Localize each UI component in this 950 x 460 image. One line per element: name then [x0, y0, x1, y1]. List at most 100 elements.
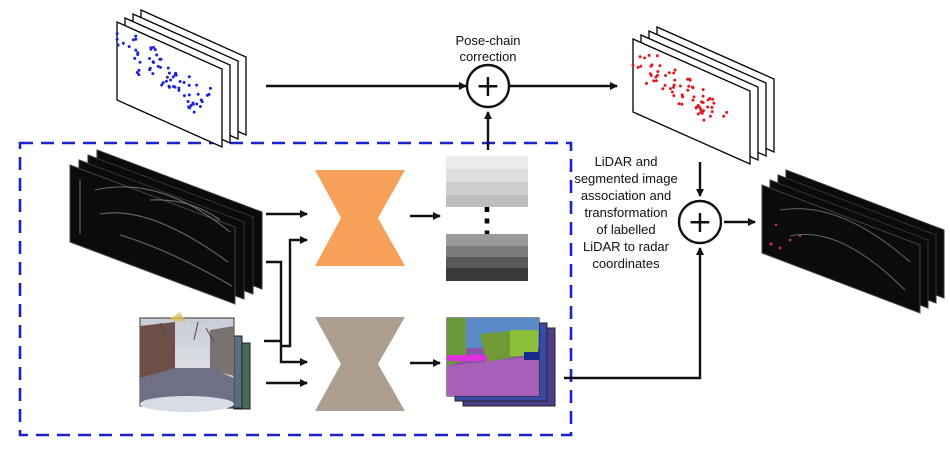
point-marker [186, 100, 190, 103]
plus-circle-icon: + [687, 205, 712, 240]
point-marker [681, 95, 685, 99]
ellipsis-icon: ⋮ [470, 202, 504, 240]
point-marker [655, 54, 659, 58]
point-marker [134, 34, 138, 38]
point-marker [171, 75, 175, 79]
point-marker [137, 73, 141, 77]
lidar-channel-stack-top [446, 156, 528, 207]
point-marker [664, 74, 667, 77]
point-marker [691, 98, 695, 102]
point-marker [164, 79, 168, 83]
camera-image-stack [139, 312, 251, 412]
pose-correction-operator: + [465, 63, 511, 109]
point-marker [138, 60, 142, 64]
point-marker [151, 72, 155, 76]
point-marker [177, 88, 181, 92]
point-marker [687, 84, 691, 88]
point-marker [159, 65, 162, 69]
point-marker [168, 85, 171, 89]
point-marker [187, 83, 191, 87]
red-point-cloud [631, 53, 729, 122]
point-marker [694, 106, 698, 110]
point-marker [639, 64, 643, 68]
point-marker [711, 97, 714, 101]
point-marker [205, 93, 209, 97]
point-marker [645, 81, 648, 85]
point-marker [672, 71, 676, 75]
point-marker [136, 53, 140, 56]
point-marker [696, 112, 700, 116]
point-marker [182, 81, 186, 84]
point-marker [187, 105, 191, 109]
point-marker [702, 109, 705, 113]
point-marker [196, 92, 200, 96]
point-marker [692, 95, 696, 99]
point-marker [702, 118, 706, 122]
point-marker [677, 102, 681, 106]
point-marker [652, 79, 656, 83]
point-marker [672, 94, 676, 98]
lidar-segmentation-network [315, 170, 405, 266]
point-marker [152, 61, 156, 64]
point-marker [165, 75, 169, 79]
point-marker [199, 98, 203, 102]
point-marker [195, 83, 199, 87]
point-marker [131, 38, 135, 42]
point-marker [656, 70, 660, 73]
point-marker [137, 68, 141, 72]
segmentation-map-stack [446, 317, 556, 407]
point-marker [167, 71, 171, 75]
point-marker [152, 45, 155, 49]
point-marker [673, 78, 677, 82]
point-marker [148, 57, 151, 60]
point-marker [177, 86, 181, 90]
point-marker [638, 55, 642, 59]
dashed-processing-box [18, 141, 573, 437]
association-operator: + [677, 199, 723, 245]
point-marker [680, 102, 684, 106]
point-marker [133, 56, 137, 60]
point-marker [115, 37, 119, 41]
point-marker [706, 98, 710, 102]
point-marker [121, 41, 125, 45]
point-marker [699, 110, 703, 114]
point-marker [699, 107, 702, 111]
point-marker [116, 43, 120, 47]
point-marker [187, 93, 191, 97]
association-transformation-label: LiDAR and segmented image association an… [574, 154, 678, 271]
point-marker [134, 37, 138, 41]
point-marker [661, 87, 665, 91]
point-marker [643, 56, 647, 60]
point-marker [691, 86, 695, 90]
point-marker [650, 63, 654, 67]
point-marker [656, 73, 660, 77]
point-marker [658, 64, 662, 68]
blue-point-cloud [115, 32, 212, 114]
point-marker [725, 110, 729, 114]
point-marker [647, 53, 651, 57]
point-marker [187, 75, 191, 79]
point-marker [169, 78, 173, 82]
point-marker [672, 85, 675, 89]
point-marker [654, 79, 658, 83]
pose-chain-correction-label: Pose-chain correction [455, 33, 521, 64]
point-marker [134, 48, 138, 52]
point-marker [182, 94, 186, 98]
image-segmentation-network [315, 317, 405, 411]
point-marker [667, 71, 671, 75]
point-marker [166, 66, 170, 70]
point-marker [700, 100, 703, 104]
point-marker [135, 71, 139, 74]
point-marker [155, 53, 159, 57]
point-marker [148, 68, 152, 72]
flow-arrows [264, 82, 756, 387]
point-marker [686, 88, 690, 92]
point-marker [710, 105, 714, 109]
point-marker [636, 65, 640, 69]
point-marker [668, 87, 672, 91]
labelled-radar-output-stack [761, 169, 945, 314]
point-marker [192, 110, 196, 114]
point-marker [678, 84, 682, 88]
point-marker [708, 114, 712, 118]
